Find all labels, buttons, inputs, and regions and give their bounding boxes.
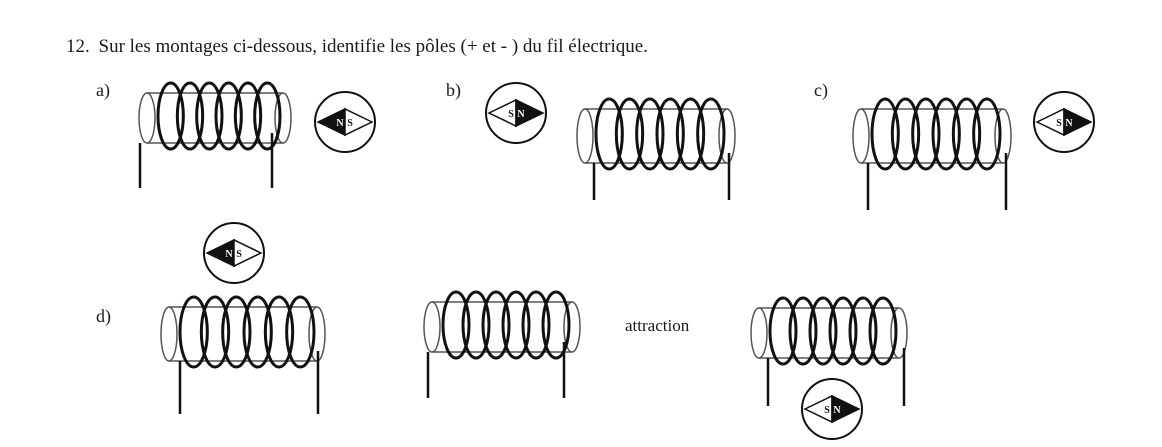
label-c: c) xyxy=(814,80,828,100)
coil-loop xyxy=(541,290,571,360)
coil-c xyxy=(852,97,1012,210)
cylinder-left-end xyxy=(423,301,441,353)
coil-loop xyxy=(808,296,838,366)
coil-loop xyxy=(221,295,252,369)
coil-loop xyxy=(931,97,961,171)
cylinder-left-end xyxy=(576,108,594,164)
compass-pole-right: S xyxy=(347,118,353,129)
coil-loop xyxy=(521,290,551,360)
coil-loop xyxy=(195,81,224,151)
question-number: 12. xyxy=(66,36,90,57)
cylinder-left-end xyxy=(160,306,178,362)
coil-loop xyxy=(788,296,818,366)
compass-pole-right: N xyxy=(833,405,841,416)
compass-pole-left: N xyxy=(336,118,344,129)
coil-loop xyxy=(461,290,491,360)
needle-right-half xyxy=(1063,107,1093,137)
compass-pole-left: N xyxy=(225,249,233,260)
coil-loop xyxy=(614,97,645,171)
compass-pole-left: S xyxy=(824,405,830,416)
coil-loop xyxy=(441,290,471,360)
label-a: a) xyxy=(96,80,110,100)
coil-loop xyxy=(242,295,273,369)
coil-a xyxy=(138,81,292,188)
coil-e xyxy=(423,290,581,398)
coil-b xyxy=(576,97,736,200)
compass-pole-right: N xyxy=(517,109,525,120)
coil-loop xyxy=(951,97,982,171)
coil-loop xyxy=(594,97,624,171)
compass-pole-right: S xyxy=(236,249,242,260)
question-body: Sur les montages ci-dessous, identifie l… xyxy=(98,36,648,57)
coil-loop xyxy=(828,296,858,366)
coil-loop xyxy=(870,97,900,171)
coil-loop xyxy=(263,295,295,369)
cylinder-left-end xyxy=(852,108,870,164)
coil-loop xyxy=(868,296,898,366)
coil-loop xyxy=(178,295,209,369)
coil-loop xyxy=(655,97,685,171)
coil-loop xyxy=(233,81,263,151)
label-d: d) xyxy=(96,306,111,326)
needle-right-half xyxy=(233,238,263,268)
compass-pole-left: S xyxy=(508,109,514,120)
coil-loop xyxy=(175,81,205,151)
needle-right-half xyxy=(344,107,374,137)
compass-pole-right: N xyxy=(1065,118,1073,129)
cylinder-left-end xyxy=(750,307,768,359)
coil-loop xyxy=(214,81,243,151)
coil-loop xyxy=(890,97,921,171)
cylinder-left-end xyxy=(138,92,156,144)
coil-loop xyxy=(481,290,511,360)
needle-right-half xyxy=(515,98,545,128)
coil-loop xyxy=(696,97,726,171)
coil-loop xyxy=(199,295,231,369)
coil-loop xyxy=(848,296,878,366)
needle-right-half xyxy=(831,394,861,424)
compass-pole-left: S xyxy=(1056,118,1062,129)
label-b: b) xyxy=(446,80,461,100)
coil-loop xyxy=(253,81,282,151)
coil-loop xyxy=(768,296,798,366)
coil-loop xyxy=(972,97,1002,171)
coils-group xyxy=(138,81,1012,414)
coil-f xyxy=(750,296,908,406)
coil-loop xyxy=(635,97,665,171)
question-text: 12. Sur les montages ci-dessous, identif… xyxy=(66,36,648,58)
coil-loop xyxy=(285,295,316,369)
attraction-label: attraction xyxy=(625,316,690,335)
coil-loop xyxy=(675,97,706,171)
coil-d xyxy=(160,295,326,414)
coil-loop xyxy=(911,97,941,171)
coil-loop xyxy=(501,290,531,360)
coil-loop xyxy=(156,81,185,151)
